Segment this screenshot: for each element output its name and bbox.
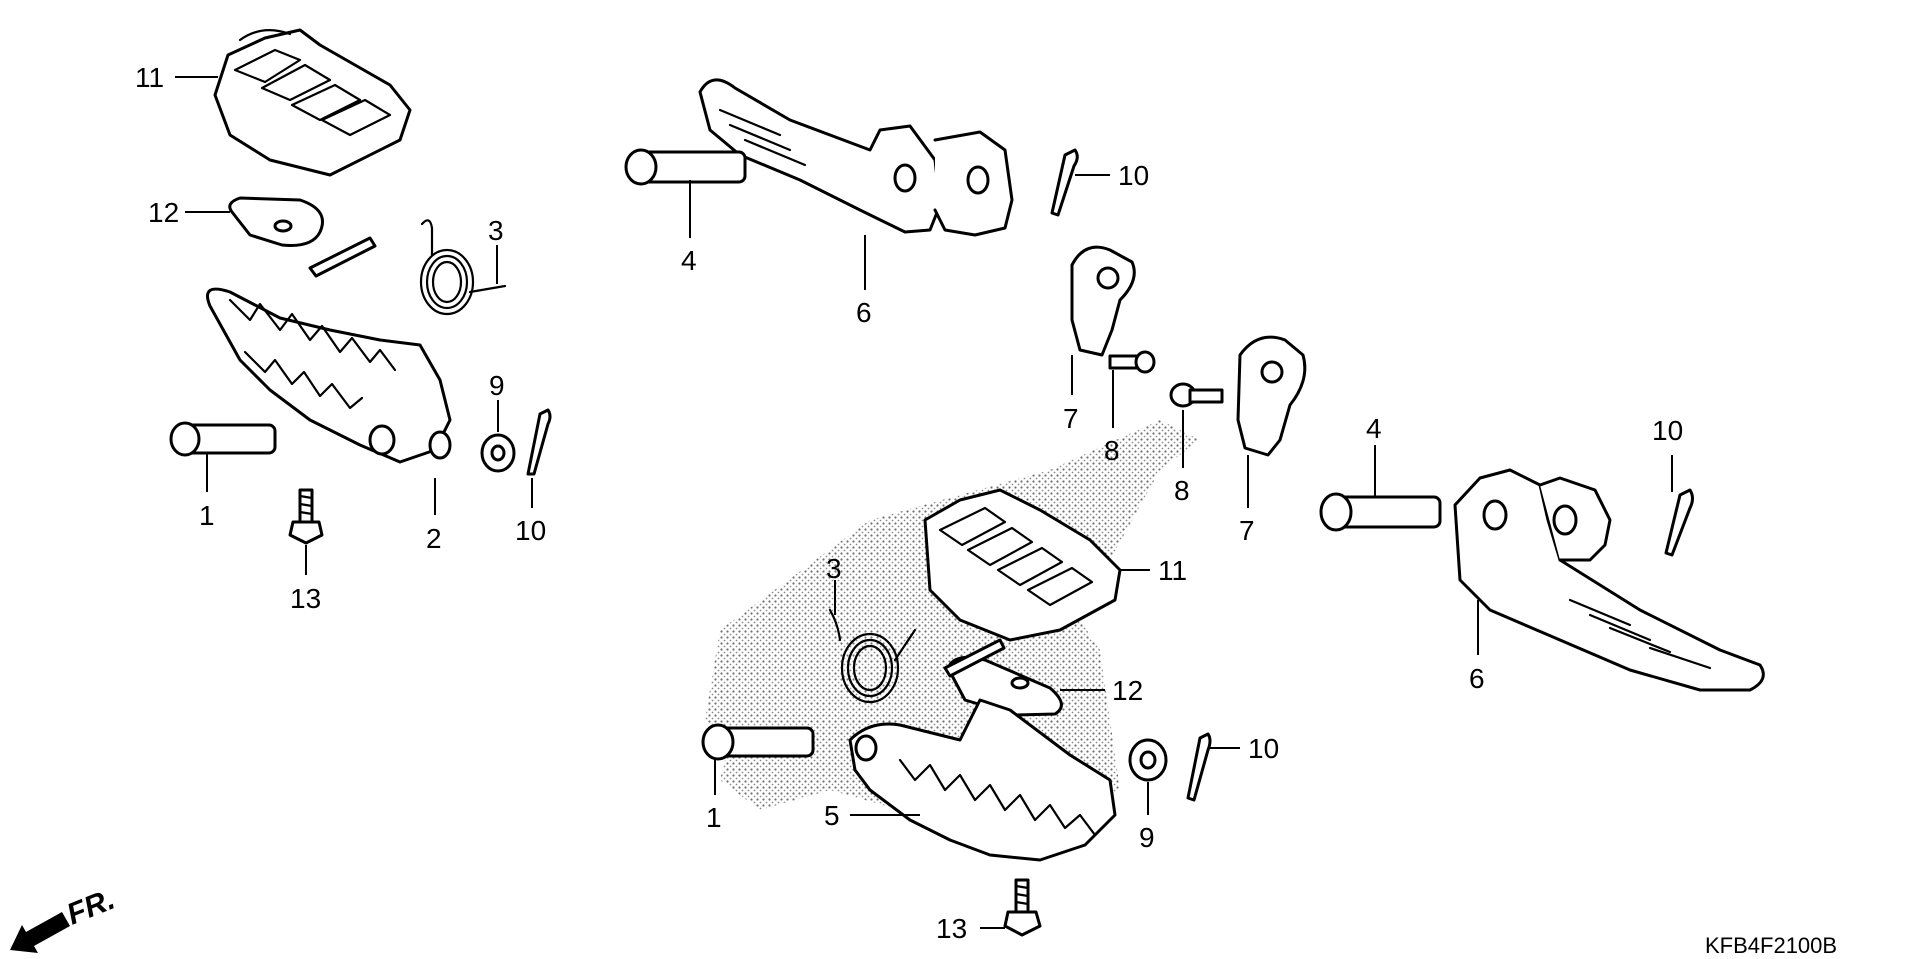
shadow-stipple bbox=[705, 420, 1200, 810]
callout-labels: 11 12 3 1 2 9 10 13 4 6 10 7 8 8 7 4 10 … bbox=[135, 62, 1683, 944]
flange-bolt-right bbox=[1003, 878, 1042, 937]
diagram-code: KFB4F2100B bbox=[1705, 933, 1837, 958]
callout-9-lower: 9 bbox=[1139, 822, 1155, 853]
callout-4-right: 4 bbox=[1366, 413, 1382, 444]
callout-9-left: 9 bbox=[489, 370, 505, 401]
clamp-bolt-upper bbox=[1108, 350, 1156, 374]
callout-13-lower: 13 bbox=[936, 913, 967, 944]
callout-7-upper: 7 bbox=[1063, 403, 1079, 434]
callout-11-lower: 11 bbox=[1158, 555, 1187, 586]
pivot-pin-right bbox=[701, 723, 815, 761]
callout-8-upper: 8 bbox=[1104, 435, 1120, 466]
cotter-pin-upper bbox=[1050, 148, 1079, 217]
footpeg-rubber-pad-left bbox=[213, 28, 412, 177]
callout-12-left: 12 bbox=[148, 197, 179, 228]
callout-1-left: 1 bbox=[199, 500, 215, 531]
callout-5-lower: 5 bbox=[824, 800, 840, 831]
clamp-bolt-lower bbox=[1169, 382, 1224, 408]
callout-8-lower: 8 bbox=[1174, 475, 1190, 506]
cotter-pin-right bbox=[1186, 732, 1212, 802]
footpeg-right bbox=[848, 698, 1117, 862]
footpeg-plate-right bbox=[943, 638, 1063, 717]
callout-10-left: 10 bbox=[515, 515, 546, 546]
callout-11-upper-left: 11 bbox=[135, 62, 164, 93]
callout-3-left: 3 bbox=[488, 215, 504, 246]
callout-13-left: 13 bbox=[290, 583, 321, 614]
mounting-clamp-lower bbox=[1236, 335, 1307, 457]
callout-10-lower: 10 bbox=[1248, 733, 1279, 764]
callout-4-upper: 4 bbox=[681, 245, 697, 276]
callout-6-right: 6 bbox=[1469, 663, 1485, 694]
footpeg-left bbox=[206, 287, 452, 464]
step-holder-arm-upper bbox=[698, 78, 1014, 237]
callout-1-lower: 1 bbox=[706, 802, 722, 833]
flange-bolt-left bbox=[288, 488, 324, 545]
washer-right bbox=[1128, 738, 1168, 782]
pivot-pin-upper bbox=[624, 148, 747, 186]
front-label: FR. bbox=[62, 883, 119, 932]
mounting-clamp-upper bbox=[1070, 245, 1136, 357]
pivot-pin-left bbox=[169, 421, 277, 457]
leader-lines bbox=[175, 76, 1673, 929]
washer-left bbox=[480, 433, 516, 473]
footpeg-plate-left bbox=[228, 196, 377, 278]
front-direction-indicator: FR. bbox=[10, 883, 119, 953]
cotter-pin-far-right bbox=[1664, 488, 1694, 557]
callout-6-upper: 6 bbox=[856, 297, 872, 328]
return-spring-right bbox=[828, 608, 917, 704]
callout-3-lower: 3 bbox=[826, 553, 842, 584]
step-holder-arm-lower bbox=[1453, 468, 1765, 692]
pivot-pin-lower-right bbox=[1319, 492, 1442, 532]
callout-10-right: 10 bbox=[1652, 415, 1683, 446]
callout-2-left: 2 bbox=[426, 523, 442, 554]
cotter-pin-left bbox=[526, 408, 552, 476]
front-arrow-icon bbox=[10, 912, 70, 953]
return-spring-left bbox=[419, 219, 507, 316]
callout-7-lower: 7 bbox=[1239, 515, 1255, 546]
callout-12-lower: 12 bbox=[1112, 675, 1143, 706]
footpeg-rubber-pad-right bbox=[923, 488, 1122, 642]
callout-10-upper: 10 bbox=[1118, 160, 1149, 191]
